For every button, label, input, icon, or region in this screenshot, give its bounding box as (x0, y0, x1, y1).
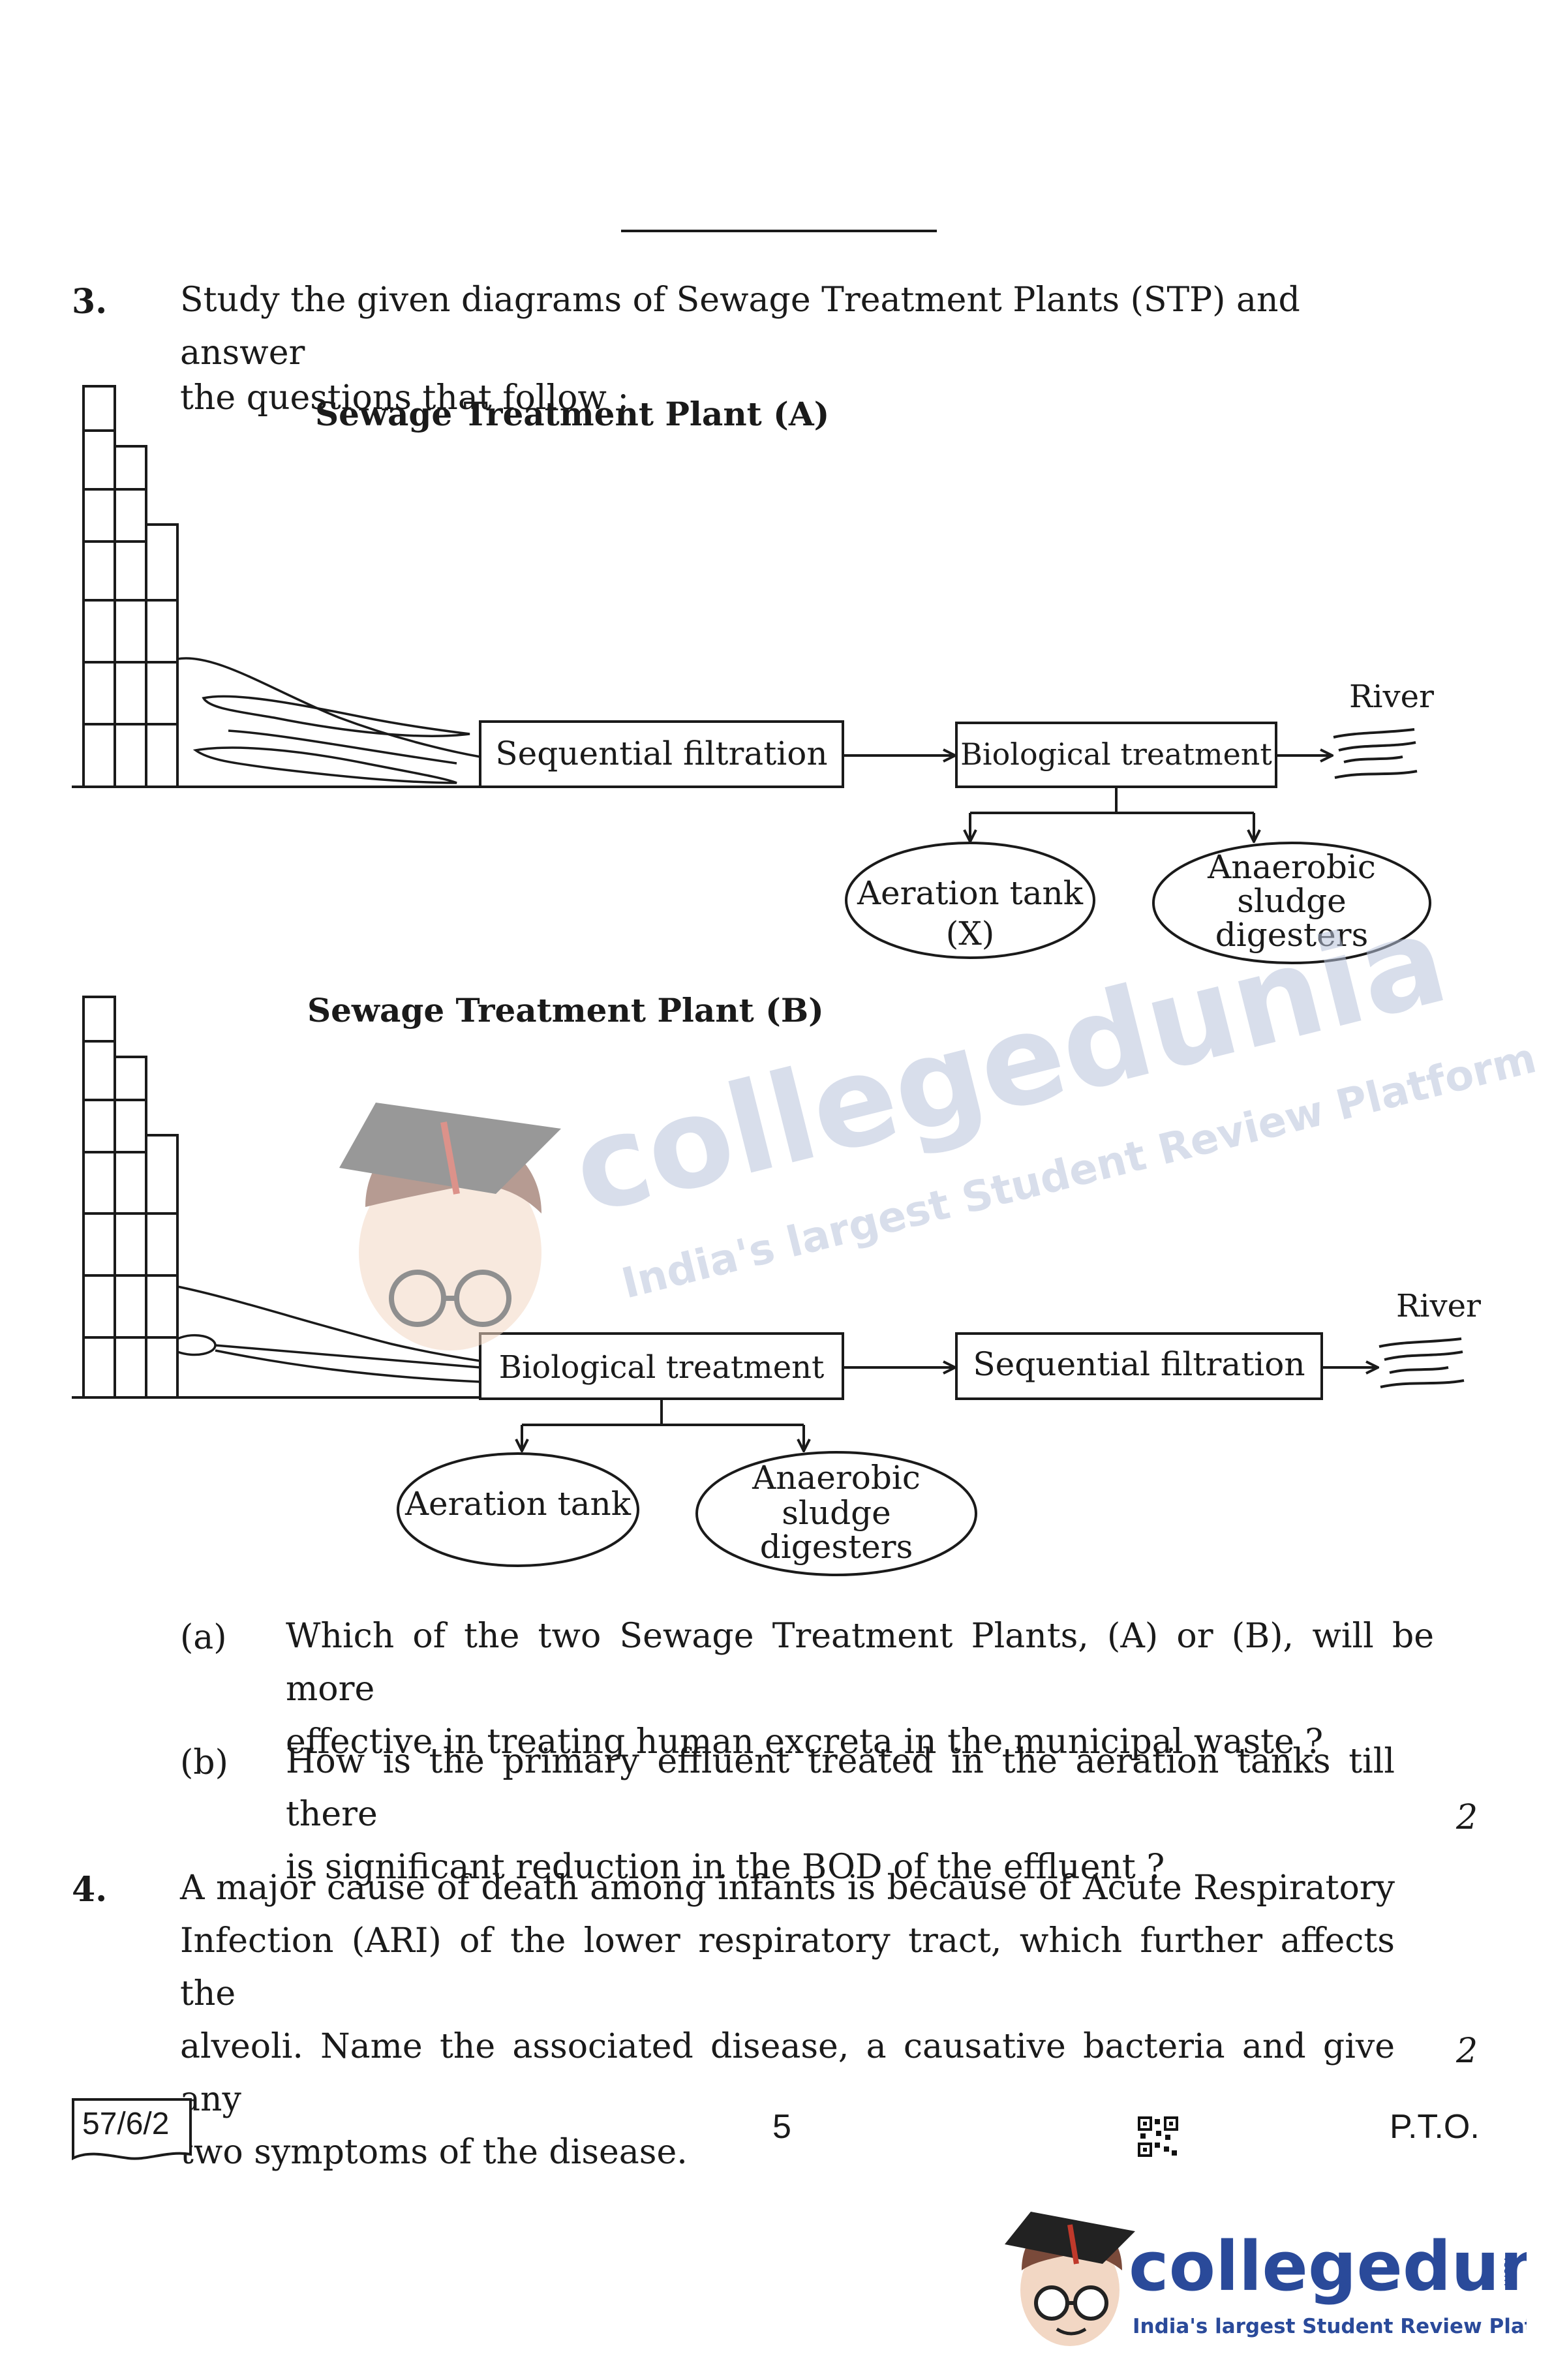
plant-b-box2-label: Sequential filtration (973, 1345, 1305, 1383)
plant-b-oval2-line3: digesters (760, 1528, 913, 1566)
collegedunia-logo: collegedunia .com India's largest Studen… (1005, 2212, 1527, 2346)
question-3-intro-line1: Study the given diagrams of Sewage Treat… (180, 281, 1300, 373)
plant-a-oval2-line1: Anaerobic (1207, 848, 1376, 886)
plant-a-sewage-flow-icon (177, 657, 481, 784)
question-4-text: A major cause of death among infants is … (180, 1862, 1395, 2179)
watermark-mascot-icon (339, 1103, 561, 1350)
plant-a-title: Sewage Treatment Plant (A) (315, 395, 829, 433)
plant-b-river-label: River (1396, 1288, 1481, 1324)
plant-a-river-label: River (1349, 679, 1434, 715)
plant-b-building-icon (82, 996, 179, 1399)
logo-brand-text: collegedunia (1129, 2227, 1527, 2306)
plant-b-river-waves-icon (1379, 1337, 1465, 1388)
question-4-line1: A major cause of death among infants is … (180, 1869, 1395, 1908)
part-a-line2: effective in treating human excreta in t… (286, 1722, 1324, 1762)
plant-b-oval2-line1: Anaerobic (752, 1459, 921, 1497)
plant-a-oval2-line2: sludge (1237, 882, 1346, 920)
part-b-label: (b) (180, 1743, 228, 1782)
plant-b-aeration-tank-oval (397, 1452, 639, 1567)
plant-a-branch-lines (970, 787, 1254, 842)
plant-b-biological-treatment-box (479, 1332, 844, 1400)
footer-pto: P.T.O. (1390, 2108, 1480, 2146)
question-3-intro-line2: the questions that follow : (180, 378, 629, 418)
plant-a-box1-label: Sequential filtration (495, 735, 827, 772)
logo-com-suffix: .com (1501, 2257, 1515, 2286)
plant-a-river-waves-icon (1333, 728, 1418, 779)
question-4-line4: two symptoms of the disease. (180, 2133, 688, 2172)
footer-page-number: 5 (772, 2108, 791, 2146)
plant-b-oval1-line1: Aeration tank (404, 1485, 632, 1523)
logo-tagline-text: India's largest Student Review Platform (1133, 2315, 1527, 2338)
plant-a-oval2-line3: digesters (1215, 916, 1369, 954)
plant-a-sequential-filtration-box (479, 720, 844, 788)
plant-b-anaerobic-digesters-oval (695, 1451, 977, 1576)
part-a-line1: Which of the two Sewage Treatment Plants… (286, 1617, 1434, 1709)
plant-b-sewage-flow-icon (177, 1285, 481, 1383)
plant-b-diagram: Sewage Treatment Plant (B) Biological tr… (72, 991, 1481, 1576)
plant-a-oval1-line1: Aeration tank (857, 874, 1084, 912)
stp-diagrams: Sewage Treatment Plant (A) Sequential fi… (72, 385, 1541, 1576)
plant-a-oval1-line2: (X) (946, 915, 995, 953)
plant-b-branch-lines (522, 1399, 804, 1451)
question-3-marks: 2 (1456, 1798, 1478, 1837)
footer-code: 57/6/2 (82, 2107, 170, 2141)
plant-a-diagram: Sewage Treatment Plant (A) Sequential fi… (72, 385, 1434, 964)
plant-b-box1-label: Biological treatment (499, 1349, 825, 1386)
question-3-intro: Study the given diagrams of Sewage Treat… (180, 274, 1407, 425)
qr-code-icon (1138, 2116, 1178, 2157)
question-4-number: 4. (72, 1870, 108, 1910)
part-b-text: How is the primary effluent treated in t… (286, 1735, 1395, 1894)
question-3-number: 3. (72, 282, 108, 322)
plant-a-anaerobic-digesters-oval (1152, 842, 1431, 964)
question-4-line2: Infection (ARI) of the lower respiratory… (180, 1921, 1395, 2013)
plant-a-box2-label: Biological treatment (960, 737, 1272, 772)
question-4-line3: alveoli. Name the associated disease, a … (180, 2027, 1395, 2119)
plant-a-building-icon (82, 385, 179, 788)
part-a-label: (a) (180, 1618, 227, 1657)
part-b-line2: is significant reduction in the BOD of t… (286, 1848, 1165, 1887)
part-b-line1: How is the primary effluent treated in t… (286, 1742, 1395, 1834)
footer-code-badge-shape (72, 2098, 192, 2161)
plant-b-sequential-filtration-box (955, 1332, 1323, 1400)
logo-mascot-icon (1005, 2212, 1135, 2346)
question-4-marks: 2 (1456, 2032, 1478, 2071)
plant-b-oval2-line2: sludge (782, 1494, 891, 1532)
top-separator-line (621, 230, 937, 232)
plant-a-aeration-tank-oval (845, 842, 1095, 959)
plant-b-title: Sewage Treatment Plant (B) (307, 991, 824, 1030)
part-a-text: Which of the two Sewage Treatment Plants… (286, 1610, 1434, 1769)
